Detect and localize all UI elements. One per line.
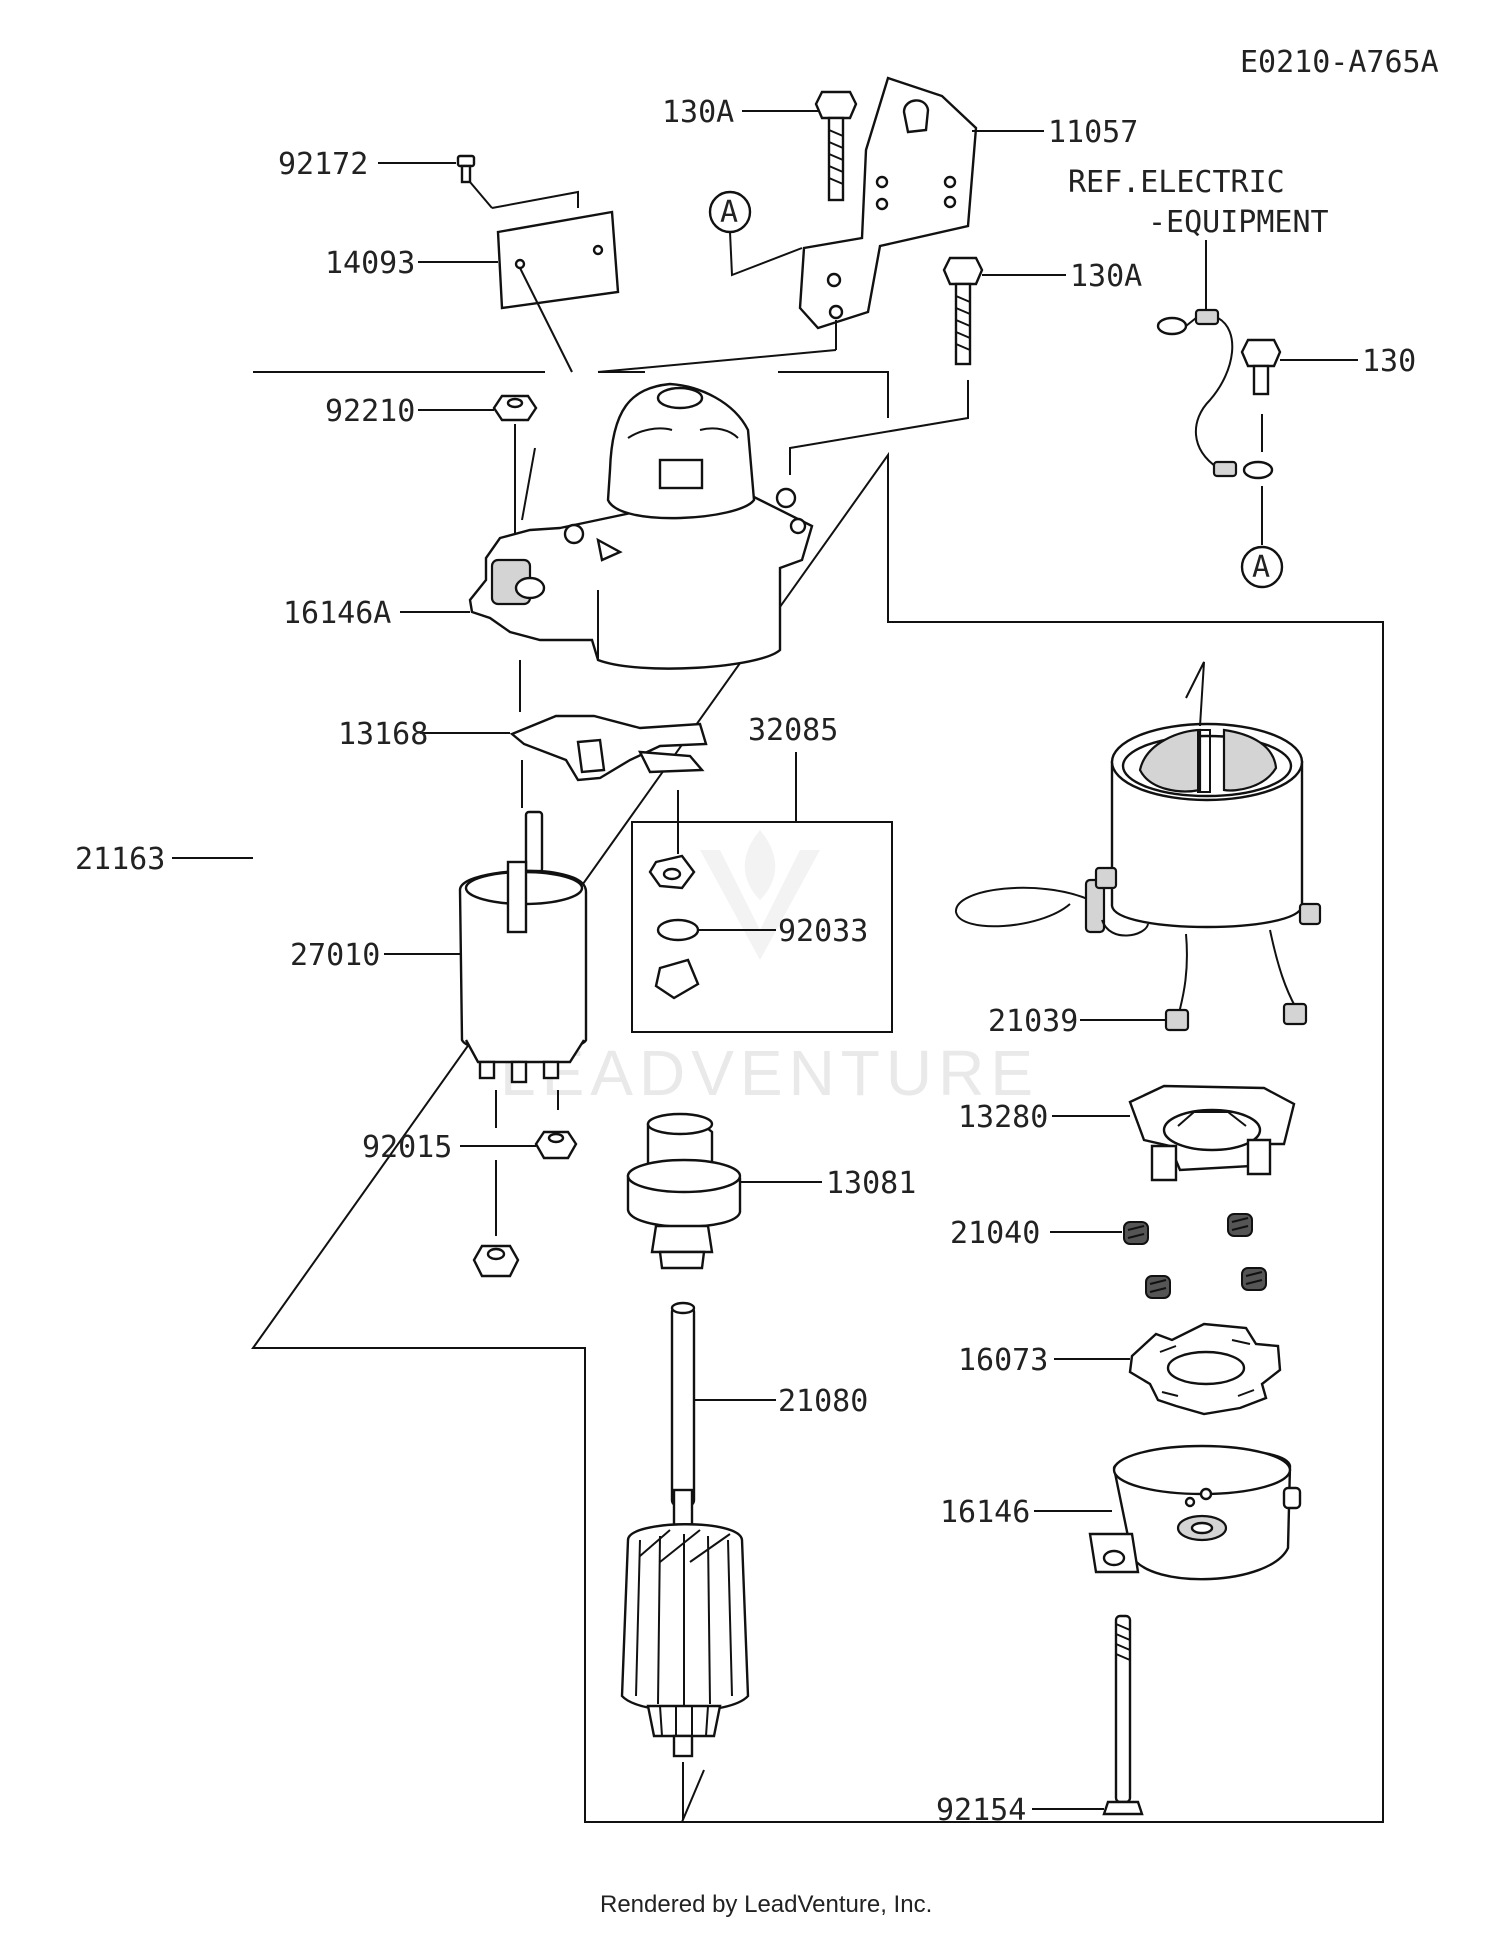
label-13280: 13280 [958, 1100, 1048, 1135]
yoke-21039 [954, 722, 1322, 1032]
label-92033: 92033 [778, 914, 868, 949]
bracket-11057 [798, 76, 978, 330]
label-92015: 92015 [362, 1130, 452, 1165]
watermark-text: LEADVENTURE [500, 1037, 1039, 1109]
label-14093: 14093 [325, 246, 415, 281]
nut-92015-lower [472, 1244, 520, 1278]
brush-holder-13280 [1128, 1084, 1296, 1182]
plate-16073 [1128, 1322, 1282, 1416]
watermark-logo [700, 830, 820, 960]
assembly-boundary [251, 371, 1384, 1823]
ground-wire [1156, 308, 1274, 480]
label-130A-mid: 130A [1070, 259, 1142, 294]
bolt-130A-top [814, 90, 858, 202]
reference-note-line2: -EQUIPMENT [1148, 205, 1329, 240]
label-16073: 16073 [958, 1343, 1048, 1378]
label-32085: 32085 [748, 713, 838, 748]
nut-92210 [492, 394, 538, 422]
label-21163: 21163 [75, 842, 165, 877]
callout-a-bottom: A [1240, 545, 1284, 589]
kit-box-32085 [631, 821, 893, 1033]
label-13168: 13168 [338, 717, 428, 752]
label-130: 130 [1362, 344, 1416, 379]
bolt-130A-mid [942, 256, 984, 366]
callout-a-top: A [708, 190, 752, 234]
label-130A-top: 130A [662, 95, 734, 130]
label-92154: 92154 [936, 1793, 1026, 1828]
springs-21040 [1123, 1213, 1267, 1299]
armature-21080 [620, 1301, 750, 1758]
plate-14093 [496, 210, 620, 310]
label-16146: 16146 [940, 1495, 1030, 1530]
end-cover-16146 [1088, 1444, 1302, 1581]
label-92210: 92210 [325, 394, 415, 429]
label-27010: 27010 [290, 938, 380, 973]
svg-text:A: A [1252, 550, 1270, 585]
solenoid-27010 [458, 810, 588, 1084]
reference-note-line1: REF.ELECTRIC [1068, 165, 1285, 200]
diagram-code: E0210-A765A [1240, 45, 1439, 80]
housing-16146A [468, 382, 814, 670]
svg-text:A: A [720, 195, 738, 230]
label-13081: 13081 [826, 1166, 916, 1201]
pinion-13081 [626, 1112, 742, 1270]
footer-text: Rendered by LeadVenture, Inc. [600, 1891, 932, 1918]
bolt-130 [1240, 338, 1282, 396]
label-21040: 21040 [950, 1216, 1040, 1251]
label-21039: 21039 [988, 1004, 1078, 1039]
label-11057: 11057 [1048, 115, 1138, 150]
lever-13168 [509, 714, 708, 782]
seal-kit-parts [648, 854, 700, 1000]
through-bolt-92154 [1102, 1614, 1144, 1816]
label-16146A: 16146A [283, 596, 391, 631]
screw-92172 [456, 154, 476, 184]
nut-92015 [534, 1130, 578, 1160]
label-92172: 92172 [278, 147, 368, 182]
label-21080: 21080 [778, 1384, 868, 1419]
